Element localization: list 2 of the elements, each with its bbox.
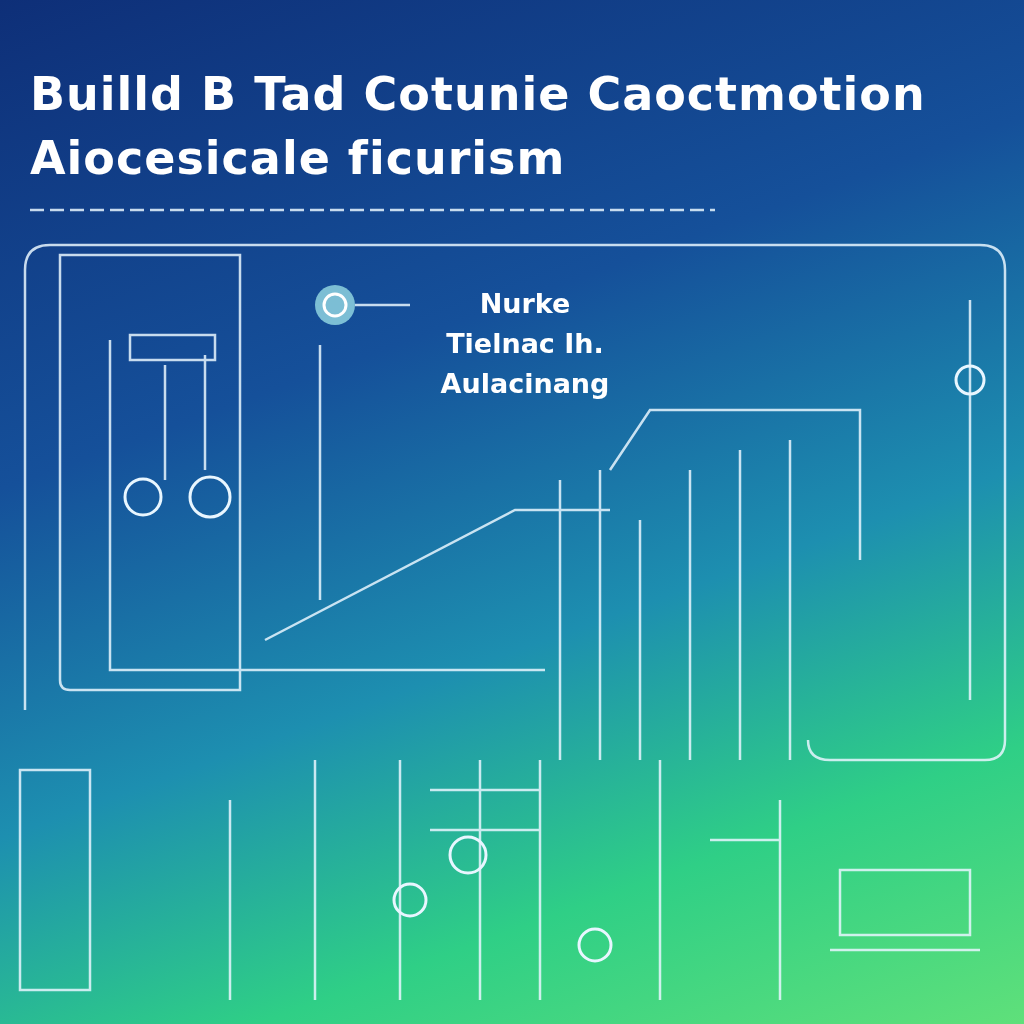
title: Builld B Tad Cotunie Caoctmotion Aiocesicale ficurism [30,66,927,187]
heading: Nurke Tielnac Ih. Aulacinang [439,287,611,401]
